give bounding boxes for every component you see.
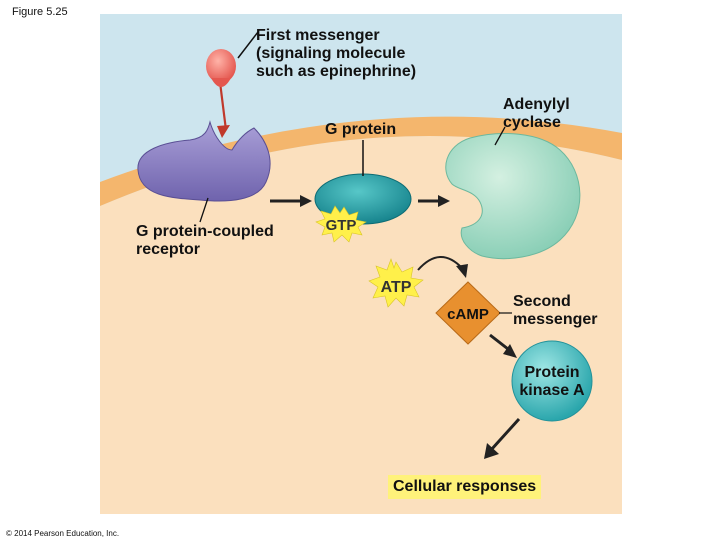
second-messenger-label: Second messenger bbox=[513, 293, 598, 328]
gtp-starburst bbox=[315, 205, 367, 243]
g-protein-label: G protein bbox=[325, 121, 397, 138]
camp-to-pka-arrow bbox=[489, 333, 509, 351]
cellular-responses-label: Cellular responses bbox=[388, 475, 542, 499]
camp-label: cAMP bbox=[447, 306, 489, 323]
gtp-label: GTP bbox=[326, 217, 357, 234]
camp-diamond bbox=[435, 281, 501, 345]
atp-starburst bbox=[368, 258, 424, 308]
adenylyl-cyclase-label: Adenylyl cyclase bbox=[503, 96, 570, 131]
atp-to-camp-arrow bbox=[417, 256, 463, 271]
pka-to-response-arrow bbox=[489, 417, 521, 452]
first-messenger-molecule bbox=[206, 31, 259, 138]
activation-arrows bbox=[270, 195, 450, 207]
figure-label: Figure 5.25 bbox=[12, 6, 68, 18]
adenylyl-pointer bbox=[494, 126, 506, 146]
gpcr-pointer bbox=[199, 197, 209, 223]
protein-kinase-label: Protein kinase A bbox=[519, 364, 585, 399]
cell-regions bbox=[100, 14, 622, 514]
atp-label: ATP bbox=[381, 279, 412, 296]
receptor-protein bbox=[137, 120, 271, 202]
protein-kinase-a-shape bbox=[511, 340, 593, 422]
first-messenger-label: First messenger (signaling molecule such… bbox=[256, 27, 417, 80]
copyright-notice: © 2014 Pearson Education, Inc. bbox=[6, 529, 120, 538]
adenylyl-cyclase-shape bbox=[445, 133, 581, 260]
gpcr-label: G protein-coupled receptor bbox=[136, 223, 274, 258]
